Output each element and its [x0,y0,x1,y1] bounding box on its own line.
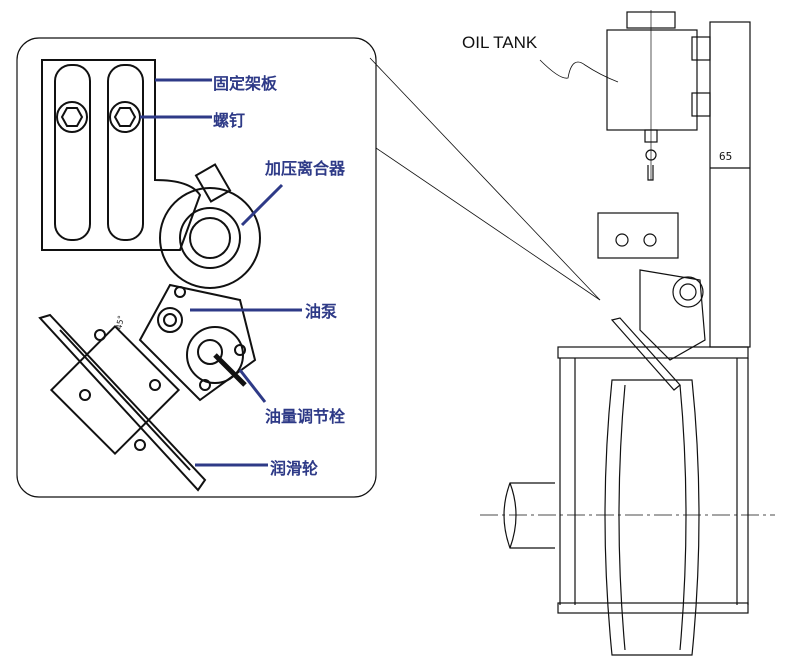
label-lubrication-wheel: 润滑轮 [270,459,319,478]
detail-callout-box [16,37,377,498]
wheel [604,379,700,656]
shaft [480,482,775,549]
oil-pump [138,283,257,402]
label-fixed-bracket-plate: 固定架板 [213,74,278,93]
screw [56,101,141,133]
zoom-line-bottom [375,147,601,301]
fixed-bracket-plate [41,59,202,251]
dimension-65: 65 [719,150,733,163]
label-oil-adjust-plug: 油量调节栓 [265,407,346,426]
base-frame [557,346,749,614]
label-oil-pump: 油泵 [305,302,338,321]
pressure-clutch [159,163,261,289]
zoom-line-top [369,57,601,301]
oil-tank-label: OIL TANK [462,33,538,52]
oil-tank [606,10,698,181]
main-lubricator-assembly [597,212,706,391]
lubrication-wheel [38,313,207,492]
mounting-plate [691,21,751,348]
label-pressure-clutch: 加压离合器 [265,159,346,178]
label-screw: 螺钉 [213,111,246,130]
